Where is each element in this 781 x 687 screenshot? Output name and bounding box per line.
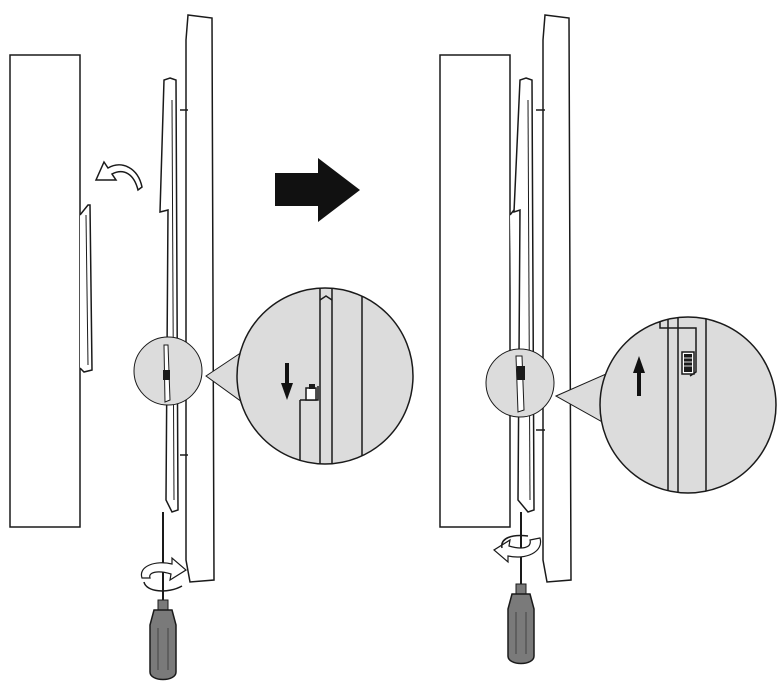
screwdriver-handle [507, 593, 535, 665]
step-after-panel [439, 14, 607, 583]
step-before-panel [9, 14, 243, 583]
curved-arrow-icon [94, 160, 143, 192]
arrow-up-icon [633, 356, 645, 396]
wall [9, 54, 81, 528]
tv-panel [185, 14, 215, 583]
rotate-cw-icon [492, 537, 542, 564]
detail-magnifier-after [599, 316, 777, 494]
arrow-down-icon [281, 363, 293, 400]
screwdriver-after [492, 512, 542, 665]
screwdriver-before [140, 512, 188, 681]
tv-panel [542, 14, 572, 583]
screwdriver-handle [149, 609, 177, 681]
wall-bracket [79, 204, 93, 373]
wall [439, 54, 511, 528]
rotate-ccw-icon [140, 556, 188, 582]
detail-magnifier-before [236, 287, 414, 465]
arrow-right-icon [275, 158, 360, 222]
tv-bracket [159, 77, 179, 513]
